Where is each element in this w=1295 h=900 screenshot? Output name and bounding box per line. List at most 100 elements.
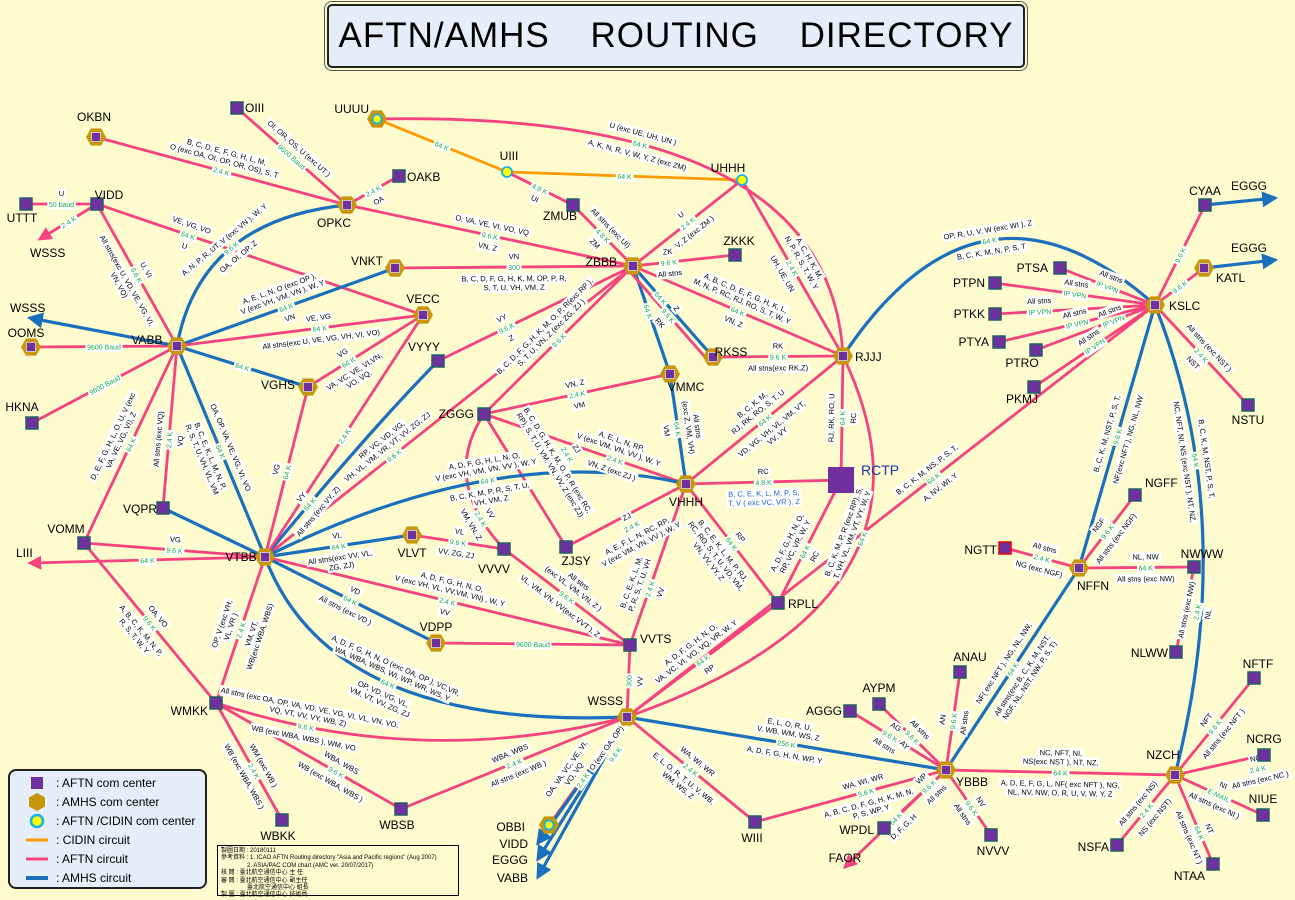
com-center-ntaa[interactable]: NTAA [1174, 857, 1220, 883]
com-center-vlvt[interactable]: VLVT [397, 526, 427, 560]
com-center-nwww[interactable]: NWWW [1181, 547, 1224, 574]
route-destinations-outbound: ZK [662, 247, 673, 257]
com-center-vomm[interactable]: VOMM [47, 522, 91, 550]
com-center-wpdl[interactable]: WPDL [839, 821, 891, 837]
circuit-speed: 64 K [617, 174, 632, 181]
com-center-x_eggg1[interactable]: EGGG [1231, 179, 1267, 193]
aftn-square-icon [431, 354, 445, 368]
com-center-ptpn[interactable]: PTPN [953, 276, 1002, 290]
com-center-opkc[interactable]: OPKC [317, 196, 357, 230]
com-center-wmkk[interactable]: WMKK [171, 696, 223, 718]
com-center-zkkk[interactable]: ZKKK [723, 234, 755, 262]
com-center-nvvv[interactable]: NVVV [977, 828, 1010, 858]
route-label: A, E, L, N, RP,V (exc VM, VN, VV ), W, Y… [574, 428, 664, 484]
com-center-obbi[interactable]: OBBI [496, 816, 559, 834]
com-center-oiii[interactable]: OIII [230, 101, 264, 115]
com-center-cyaa[interactable]: CYAA [1189, 184, 1221, 212]
com-center-wbsb[interactable]: WBSB [379, 802, 415, 832]
com-center-zbbb[interactable]: ZBBB [586, 255, 643, 275]
com-center-x_wsss2[interactable]: WSSS [10, 301, 45, 315]
com-center-wbkk[interactable]: WBKK [260, 813, 296, 843]
com-center-ptro[interactable]: PTRO [1005, 343, 1043, 370]
legend-label: : AFTN com center [56, 775, 157, 790]
route-destinations-inbound: All stns(exc U, VD, VE, VG, VI, [98, 234, 156, 328]
page-title: AFTN/AMHS ROUTING DIRECTORY [338, 16, 1014, 55]
com-center-x_eggg3[interactable]: EGGG [492, 853, 528, 867]
com-center-wsss[interactable]: WSSS [588, 694, 637, 726]
com-center-vvvv[interactable]: VVVV [478, 542, 511, 576]
route-label: VG9.6 K [164, 534, 185, 557]
route-destinations-outbound: VN, Z [564, 377, 585, 390]
com-center-vyyy[interactable]: VYYY [408, 340, 445, 368]
com-center-x_liii[interactable]: LIII [16, 546, 33, 560]
com-center-wiii[interactable]: WIII [741, 815, 763, 845]
com-center-ptkk[interactable]: PTKK [954, 307, 1002, 321]
com-center-ngff[interactable]: NGFF [1128, 476, 1178, 502]
com-center-uuuu[interactable]: UUUU [334, 102, 387, 128]
com-center-zjsy[interactable]: ZJSY [559, 540, 591, 568]
com-center-kslc[interactable]: KSLC [1145, 296, 1201, 314]
com-center-rjjj[interactable]: RJJJ [833, 347, 882, 365]
com-center-label: NZCH [1146, 748, 1179, 762]
com-center-vidd[interactable]: VIDD [90, 188, 124, 211]
com-center-rpll[interactable]: RPLL [771, 596, 818, 611]
com-center-x_eggg2[interactable]: EGGG [1231, 241, 1267, 255]
circuit-line-aftn [307, 313, 424, 389]
com-center-uiii[interactable]: UIII [500, 149, 519, 178]
com-center-x_vabb[interactable]: VABB [497, 871, 528, 885]
com-center-ybbb[interactable]: YBBB [936, 761, 988, 789]
route-destinations-inbound: B, C, D, F, G, H, K, M, OP, P, R, [461, 274, 566, 284]
com-center-nlww[interactable]: NLWW [1131, 645, 1183, 660]
route-destinations-outbound: All stns [1032, 540, 1058, 555]
com-center-ptsa[interactable]: PTSA [1017, 261, 1067, 275]
com-center-vnkt[interactable]: VNKT [351, 254, 405, 277]
com-center-vecc[interactable]: VECC [406, 292, 440, 324]
com-center-vhhh[interactable]: VHHH [669, 475, 703, 509]
circuit-line-aftn [96, 202, 424, 317]
route-label: RC4.8 KB, C, E, K, L, M, P, S,T, V ( exc… [726, 466, 802, 509]
com-center-niue[interactable]: NIUE [1249, 792, 1278, 822]
com-center-katl[interactable]: KATL [1194, 259, 1245, 285]
com-center-zmub[interactable]: ZMUB [543, 198, 580, 223]
com-center-nsfa[interactable]: NSFA [1078, 838, 1124, 854]
com-center-rkss[interactable]: RKSS [703, 345, 747, 366]
com-center-vghs[interactable]: VGHS [261, 378, 318, 396]
com-center-ncrg[interactable]: NCRG [1246, 732, 1282, 762]
com-center-ptya[interactable]: PTYA [959, 335, 1006, 349]
com-center-hkna[interactable]: HKNA [5, 400, 39, 430]
com-center-pkmj[interactable]: PKMJ [1006, 380, 1041, 406]
com-center-zggg[interactable]: ZGGG [439, 407, 491, 421]
com-center-aypm[interactable]: AYPM [862, 681, 896, 711]
com-center-uhhh[interactable]: UHHH [711, 161, 748, 186]
com-center-okbn[interactable]: OKBN [77, 110, 111, 146]
com-center-vqpr[interactable]: VQPR [123, 501, 170, 516]
com-center-ngtt[interactable]: NGTT [964, 541, 1012, 557]
com-center-vvts[interactable]: VVTS [623, 632, 671, 652]
com-center-anau[interactable]: ANAU [953, 650, 987, 679]
com-center-vmmc[interactable]: VMMC [660, 365, 705, 394]
com-center-vabb[interactable]: VABB [131, 333, 187, 355]
com-center-x_vidd[interactable]: VIDD [499, 837, 528, 851]
com-center-aggg[interactable]: AGGG [806, 704, 857, 718]
com-center-vdpp[interactable]: VDPP [420, 620, 453, 652]
com-center-nftf[interactable]: NFTF [1243, 657, 1274, 685]
aftn-square-icon [872, 697, 886, 711]
com-center-rctp[interactable]: RCTP [828, 462, 899, 493]
com-center-ooms[interactable]: OOMS [8, 326, 45, 356]
com-center-nstu[interactable]: NSTU [1232, 398, 1265, 427]
com-center-nffn[interactable]: NFFN [1069, 559, 1109, 593]
com-center-vtbb[interactable]: VTBB [225, 548, 275, 566]
route-destinations-outbound: VL [332, 530, 342, 540]
com-center-label: VNKT [351, 254, 384, 268]
circuit-line-aftn [215, 701, 628, 742]
com-center-label: OAKB [407, 170, 440, 184]
aftn-square-icon [1128, 488, 1142, 502]
com-center-label: WSSS [30, 246, 65, 260]
com-center-uttt[interactable]: UTTT [7, 197, 38, 225]
com-center-oakb[interactable]: OAKB [392, 169, 440, 184]
com-center-x_wsss1[interactable]: WSSS [30, 246, 65, 260]
com-center-nzch[interactable]: NZCH [1146, 748, 1185, 784]
com-center-x_faor[interactable]: FAOR [829, 851, 862, 865]
